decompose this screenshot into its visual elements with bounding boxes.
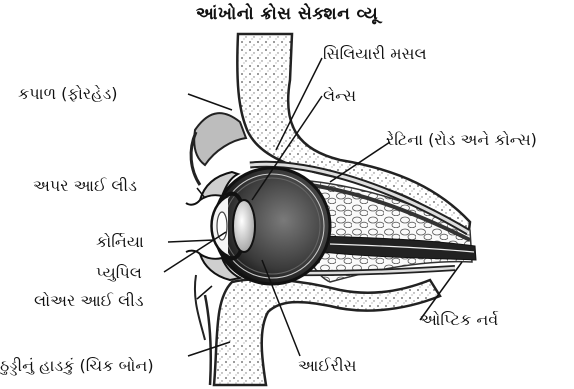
label-ciliary-muscle: સિલિયારી મસલ <box>323 44 427 64</box>
label-pupil: પ્યુપિલ <box>96 263 142 283</box>
lens-shape <box>233 200 255 252</box>
label-iris: આઈરીસ <box>298 356 357 376</box>
label-optic-nerve: ઓપ્ટિક નર્વ <box>420 310 498 330</box>
label-upper-eyelid: અપર આઈ લીડ <box>33 176 137 196</box>
label-forehead: કપાળ (ફોરહેડ) <box>18 84 118 104</box>
brow-tissue <box>194 113 246 165</box>
label-cheek-bone: ઠુડ્ડીનું હાડકું (ચિક બોન) <box>0 356 154 376</box>
label-lens: લેન્સ <box>323 86 356 106</box>
eyeball <box>214 168 330 284</box>
label-cornea: કોર્નિયા <box>96 232 144 252</box>
label-retina: રેટિના (રોડ અને કોન્સ) <box>386 130 537 150</box>
label-lower-eyelid: લોઅર આઈ લીડ <box>34 291 144 311</box>
